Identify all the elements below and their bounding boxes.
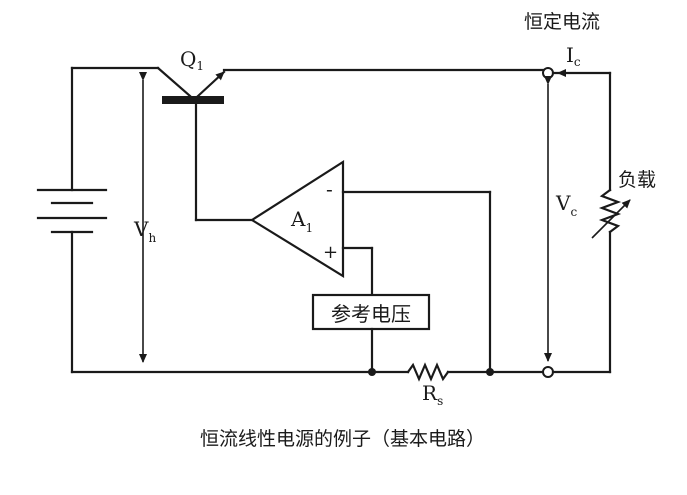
label-ic: Ic: [566, 43, 581, 69]
reference-voltage-label: 参考电压: [331, 301, 411, 326]
label-a1: A1: [290, 207, 313, 235]
label-vh: Vh: [133, 217, 156, 245]
junction-rs: [486, 368, 494, 376]
label-q1: Q1: [180, 47, 204, 73]
sense-resistor-rs: [406, 362, 450, 382]
label-load: 负载: [618, 169, 656, 191]
load-resistor: [591, 71, 631, 374]
label-vc: Vc: [555, 191, 577, 219]
opamp-a1: [194, 159, 492, 374]
label-opamp-minus: -: [326, 177, 333, 201]
title-constant-current: 恒定电流: [524, 11, 600, 33]
label-rs: Rs: [422, 381, 443, 408]
figure-caption: 恒流线性电源的例子（基本电路）: [200, 428, 486, 450]
transistor-q1: [156, 66, 226, 222]
junction-ref: [368, 368, 376, 376]
terminal-bottom: [542, 366, 554, 378]
label-opamp-plus: +: [323, 242, 338, 263]
terminal-top: [542, 67, 554, 79]
reference-box: [311, 293, 431, 331]
battery: [36, 66, 108, 374]
